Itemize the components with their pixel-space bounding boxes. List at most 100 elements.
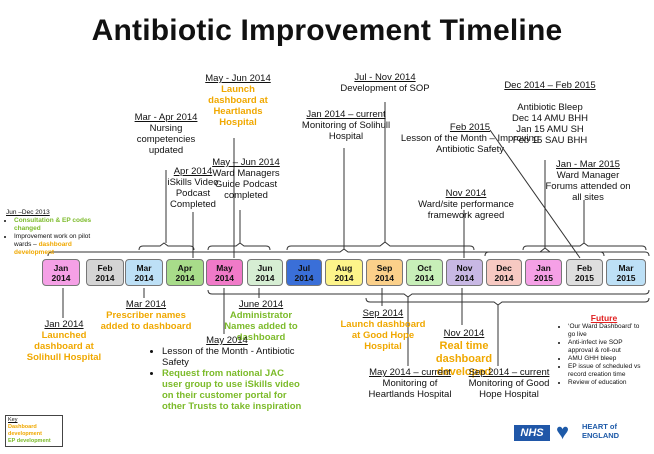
month-year: 2014: [134, 272, 154, 283]
note-text: Monitoring of Good Hope Hospital: [468, 378, 550, 400]
note-text: Real time dashboard developed: [435, 340, 493, 378]
future-panel: Future ‘Our Ward Dashboard’ to go liveAn…: [560, 313, 648, 387]
month-name: Apr: [177, 262, 193, 273]
note-text: iSkills Video Podcast Completed: [167, 177, 219, 210]
note-bullet-highlight: dashboard development: [14, 241, 72, 256]
note-date: Feb 2015: [449, 122, 491, 133]
note-text: Launch dashboard at Heartlands Hospital: [208, 84, 268, 128]
future-item: EP issue of scheduled vs record creation…: [568, 363, 648, 379]
nhs-logo: NHS: [514, 425, 550, 441]
note-text: Ward Managers Guide Podcast completed: [212, 168, 280, 201]
month-name: May: [216, 262, 233, 273]
note-date: Mar - Apr 2014: [134, 112, 198, 123]
month-name: Oct: [417, 262, 432, 273]
mar-apr-note: Mar - Apr 2014 Nursing competencies upda…: [127, 112, 205, 156]
key-title: Key: [8, 417, 18, 423]
month-year: 2015: [534, 272, 553, 283]
month-name: Mar: [136, 262, 152, 273]
month-year: 2014: [95, 272, 115, 283]
month-year: 2014: [455, 272, 474, 283]
june-2014-admin-note: June 2014 Administrator Names added to d…: [222, 299, 300, 343]
note-date: Jul - Nov 2014: [354, 72, 416, 83]
may-current-monitoring-note: May 2014 – current Monitoring of Heartla…: [360, 367, 460, 400]
month-name: Jul: [297, 262, 311, 273]
key-ep: EP development: [8, 438, 51, 444]
antibiotic-bleep-note: Dec 2014 – Feb 2015 Antibiotic Bleep Dec…: [492, 69, 608, 146]
month-name: Jun: [257, 262, 273, 273]
logo-line2: ENGLAND: [582, 431, 620, 440]
note-date: Sep 2014 – current: [468, 367, 550, 378]
key-legend: Key Dashboard development EP development: [5, 415, 63, 447]
jan-current-note: Jan 2014 – current Monitoring of Solihul…: [300, 109, 392, 142]
logo-line1: HEART of: [582, 422, 617, 431]
future-list: ‘Our Ward Dashboard’ to go liveAnti-infe…: [560, 323, 648, 387]
future-item: AMU GHH bleep: [568, 355, 648, 363]
month-year: 2014: [255, 272, 275, 283]
future-heading: Future: [590, 313, 618, 323]
page-title: Antibiotic Improvement Timeline: [91, 14, 563, 47]
month-name: Jan: [536, 262, 551, 273]
note-date: May – Jun 2014: [212, 157, 280, 168]
note-date: Nov 2014: [445, 188, 487, 199]
month-name: Jan: [53, 262, 69, 273]
future-item: Review of education: [568, 379, 648, 387]
note-bullet: Improvement work on pilot wards –: [14, 233, 91, 248]
note-date: Jan - Mar 2015: [556, 159, 620, 170]
apr-iskills-note: Apr 2014 iSkills Video Podcast Completed: [152, 166, 234, 210]
nov-ward-framework-note: Nov 2014 Ward/site performance framework…: [414, 188, 518, 221]
note-bullet: Request from national JAC user group to …: [162, 368, 302, 412]
note-date: Mar 2014: [125, 299, 167, 310]
month-year: 2014: [294, 272, 314, 283]
future-item: Anti-infect ive SOP approval & roll-out: [568, 339, 648, 355]
month-name: Sep: [376, 262, 393, 273]
may-jun-ward-note: May – Jun 2014 Ward Managers Guide Podca…: [204, 157, 288, 201]
note-text: Development of SOP: [340, 83, 430, 94]
note-date: Nov 2014: [443, 328, 485, 339]
note-text: Administrator Names added to dashboard: [224, 310, 298, 343]
month-year: 2014: [494, 272, 514, 283]
note-date: Sep 2014: [362, 308, 404, 319]
note-date: Dec 2014 – Feb 2015: [504, 80, 596, 91]
note-date: Jun –Dec 2013: [6, 209, 50, 216]
note-date: Jan 2014: [44, 319, 84, 330]
heart-of-england-logo: ♥ HEART of ENGLAND: [556, 418, 648, 448]
nov-2014-realtime-note: Nov 2014 Real time dashboard developed: [424, 327, 504, 379]
note-text: Launched dashboard at Solihull Hospital: [26, 330, 102, 363]
jan-2014-launch-note: Jan 2014 Launched dashboard at Solihull …: [20, 319, 108, 363]
note-bullet: Consultation & EP codes changed: [14, 217, 92, 232]
note-bullet: Lesson of the Month - Antibiotic Safety: [162, 346, 295, 368]
note-date: May 2014: [206, 335, 248, 346]
note-text: Antibiotic Bleep Dec 14 AMU BHH Jan 15 A…: [511, 102, 589, 146]
month-year: 2014: [215, 272, 234, 283]
note-text: Lesson of the Month – Improving Antibiot…: [400, 133, 540, 155]
sep-2014-launch-note: Sep 2014 Launch dashboard at Good Hope H…: [340, 308, 426, 352]
note-date: May - Jun 2014: [205, 73, 271, 84]
note-text: Monitoring of Heartlands Hospital: [368, 378, 452, 400]
month-year: 2014: [415, 272, 434, 283]
jan-mar-forums-note: Jan - Mar 2015 Ward Manager Forums atten…: [540, 159, 636, 203]
note-date: May 2014 – current: [369, 367, 451, 378]
month-name: Mar: [618, 262, 634, 273]
mar-2014-prescriber-note: Mar 2014 Prescriber names added to dashb…: [100, 299, 192, 332]
month-name: Dec: [496, 262, 512, 273]
month-name: Feb: [576, 262, 593, 273]
note-text: Prescriber names added to dashboard: [100, 310, 192, 332]
note-date: Jan 2014 – current: [306, 109, 386, 120]
future-item: ‘Our Ward Dashboard’ to go live: [568, 323, 648, 339]
may-2014-lesson-note: May 2014 Lesson of the Month - Antibioti…: [152, 335, 302, 412]
jul-nov-sop-note: Jul - Nov 2014 Development of SOP: [336, 72, 434, 94]
